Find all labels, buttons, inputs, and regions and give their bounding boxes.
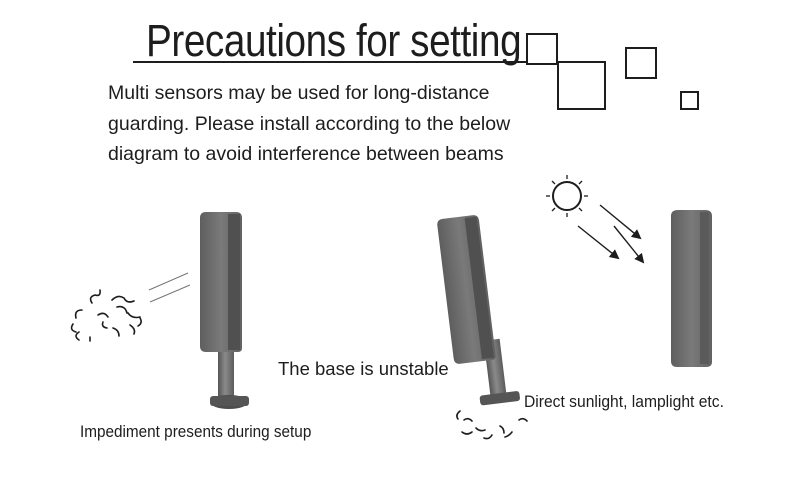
light-ray-arrow (599, 204, 642, 240)
intro-paragraph: Multi sensors may be used for long-dista… (108, 78, 578, 170)
sensor-unit-left (200, 212, 249, 409)
scene-unstable-base (437, 215, 528, 440)
decor-square-small-a (526, 33, 558, 65)
decor-square-large (557, 61, 606, 110)
sensor-base-plate-middle (479, 391, 520, 406)
light-ray-arrow (577, 225, 620, 260)
decor-square-medium (625, 47, 657, 79)
impediment-foliage (70, 289, 142, 342)
intro-line-2: guarding. Please install according to th… (108, 112, 511, 135)
scene-impediment (70, 212, 249, 409)
sensor-unit-middle (437, 215, 520, 406)
ground-debris (456, 410, 528, 440)
intro-line-1: Multi sensors may be used for long-dista… (108, 82, 490, 104)
sensor-lens-middle (464, 216, 494, 360)
scene-direct-light (546, 175, 712, 367)
sensor-edge-right (700, 212, 709, 364)
light-ray-arrow (613, 225, 645, 264)
beam-lines-left (148, 272, 191, 303)
decor-square-tiny (680, 91, 699, 110)
decorative-squares (526, 33, 699, 110)
sensor-base-plate-left (210, 396, 249, 406)
sun-icon (546, 175, 588, 217)
label-direct-light: Direct sunlight, lamplight etc. (524, 392, 724, 411)
intro-line-3: diagram to avoid interference between be… (108, 143, 504, 165)
label-unstable-base: The base is unstable (278, 358, 449, 379)
page-title: Precautions for setting (146, 15, 522, 66)
sensor-lens-left (228, 214, 240, 350)
label-impediment: Impediment presents during setup (80, 422, 312, 441)
sensor-unit-right (671, 210, 712, 367)
light-ray-arrows (577, 204, 645, 264)
